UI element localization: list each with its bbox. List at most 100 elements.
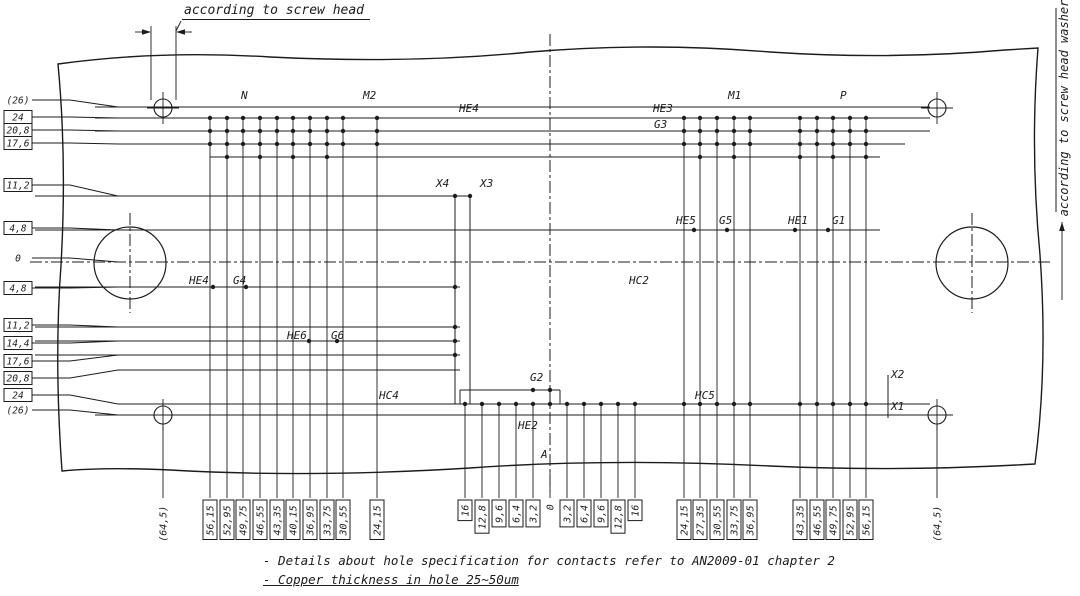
dim-leader xyxy=(32,340,119,344)
left-dim-label: 4,8 xyxy=(9,224,26,235)
part-outline xyxy=(57,46,1044,475)
part-label: HE6 xyxy=(286,329,307,342)
dim-box xyxy=(842,499,858,540)
left-dim-label: 11,2 xyxy=(7,321,30,332)
footnote-copper-thickness: - Copper thickness in hole 25~50um xyxy=(263,572,519,587)
bottom-dim-label: 40,15 xyxy=(289,505,300,535)
part-label: HC4 xyxy=(378,389,399,402)
dim-arrow xyxy=(176,29,185,35)
part-label: G3 xyxy=(654,118,667,131)
dim-leader xyxy=(32,409,119,416)
bottom-dim-label: 24,15 xyxy=(680,505,691,535)
dim-box xyxy=(335,499,351,540)
dim-box xyxy=(525,499,541,528)
dim-box xyxy=(3,354,33,368)
bottom-dim-label: 33,75 xyxy=(323,505,334,536)
contact-hole xyxy=(547,387,553,393)
bottom-dim-label: 49,75 xyxy=(239,505,250,535)
contact-hole xyxy=(243,284,249,290)
bottom-dim-label: 56,15 xyxy=(862,505,873,535)
part-label: P xyxy=(840,89,847,102)
footnotes: - Details about hole specification for c… xyxy=(263,551,835,589)
part-label: X2 xyxy=(890,368,905,381)
dim-arrow xyxy=(142,29,151,35)
dim-arrow xyxy=(1059,222,1065,231)
part-label: G5 xyxy=(719,214,732,227)
dim-box xyxy=(726,499,742,540)
part-label: G6 xyxy=(331,329,345,342)
bottom-dim-label: 52,95 xyxy=(846,505,857,535)
footnote-hole-spec: - Details about hole specification for c… xyxy=(263,553,835,568)
dim-box xyxy=(858,499,874,540)
bottom-dim-label: (64,5) xyxy=(933,506,944,542)
dim-box xyxy=(3,318,33,332)
dim-box xyxy=(3,178,33,192)
contact-hole xyxy=(691,227,697,233)
contact-hole xyxy=(530,387,536,393)
contact-hole xyxy=(724,227,730,233)
dim-box xyxy=(252,499,268,540)
dim-box xyxy=(235,499,251,540)
dim-box xyxy=(610,499,626,534)
dim-box xyxy=(809,499,825,540)
dim-leader xyxy=(32,184,119,197)
dim-box xyxy=(559,499,575,528)
bottom-dim-label: 27,35 xyxy=(696,505,707,535)
bottom-dim-label: 12,8 xyxy=(478,505,489,529)
left-dim-label: 17,6 xyxy=(7,139,30,150)
part-label: HC5 xyxy=(694,389,715,402)
dim-box xyxy=(508,499,524,528)
left-dim-label: 4,8 xyxy=(9,284,26,295)
dim-box xyxy=(792,499,808,540)
dim-box xyxy=(742,499,758,540)
part-label: G4 xyxy=(233,274,246,287)
dim-box xyxy=(593,499,609,528)
part-label: X1 xyxy=(890,400,904,413)
bottom-dim-label: 6,4 xyxy=(512,505,523,523)
part-label: X4 xyxy=(435,177,449,190)
dim-box xyxy=(3,336,33,350)
bottom-dim-label: 3,2 xyxy=(563,505,574,524)
left-dim-label: 24 xyxy=(12,391,24,402)
dim-box xyxy=(576,499,592,528)
dim-box xyxy=(3,388,33,402)
dim-box xyxy=(474,499,490,534)
dim-box xyxy=(219,499,235,540)
dim-leader xyxy=(32,286,119,289)
contact-hole xyxy=(825,227,831,233)
dim-box xyxy=(709,499,725,540)
dim-leader xyxy=(32,369,119,379)
contact-hole xyxy=(334,338,340,344)
part-label: G2 xyxy=(530,371,544,384)
part-label: A xyxy=(540,448,548,461)
left-dim-label: 20,8 xyxy=(7,126,30,137)
dim-leader xyxy=(32,394,119,405)
bottom-dim-label: 16 xyxy=(631,505,642,517)
left-dim-label: 17,6 xyxy=(7,357,30,368)
dim-leader xyxy=(32,227,119,231)
part-label: M2 xyxy=(362,89,377,102)
bottom-dim-label: 0 xyxy=(546,504,557,510)
part-label: HE5 xyxy=(675,214,696,227)
bottom-dim-label: 43,35 xyxy=(273,505,284,535)
part-label: HE2 xyxy=(517,419,538,432)
dim-leader xyxy=(32,142,119,145)
bottom-dim-label: 9,6 xyxy=(597,505,608,523)
bottom-dim-label: 52,95 xyxy=(223,505,234,535)
top-note-leader xyxy=(175,20,182,32)
part-label: HE3 xyxy=(652,102,673,115)
bottom-dim-label: 6,4 xyxy=(580,505,591,523)
left-dim-label: 0 xyxy=(15,254,21,265)
bottom-dim-label: (64,5) xyxy=(159,506,170,542)
dim-leader xyxy=(32,354,119,362)
dim-box xyxy=(3,221,33,235)
bottom-dim-label: 56,15 xyxy=(206,505,217,535)
dim-box xyxy=(627,499,643,522)
contact-hole xyxy=(306,338,312,344)
bottom-dim-label: 16 xyxy=(461,505,472,517)
left-dim-label: 24 xyxy=(12,113,24,124)
left-dim-label: (26) xyxy=(7,406,30,417)
top-annotation: according to screw head xyxy=(182,3,371,20)
